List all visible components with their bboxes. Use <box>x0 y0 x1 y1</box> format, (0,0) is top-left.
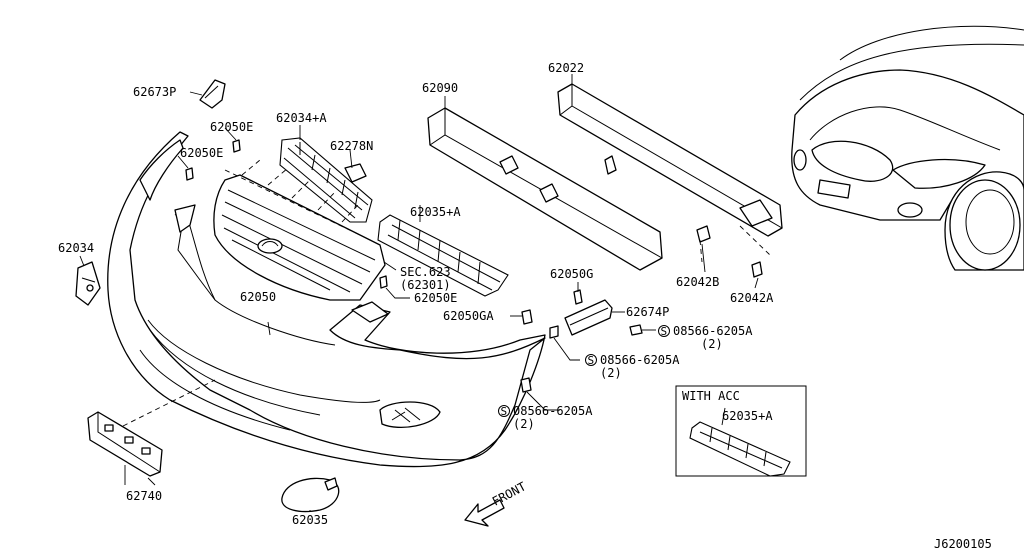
label-62050: 62050 <box>240 290 276 304</box>
label-62035: 62035 <box>292 513 328 527</box>
label-62035A: 62035+A <box>410 205 461 219</box>
label-bolt-2: 08566-6205A <box>600 353 680 367</box>
symbol-s-2: S <box>588 354 595 367</box>
label-62042B: 62042B <box>676 275 719 289</box>
label-sec623: SEC.623 <box>400 265 451 279</box>
label-bolt-2-qty: (2) <box>600 366 622 380</box>
label-62034: 62034 <box>58 241 94 255</box>
bracket-62674P <box>520 282 656 411</box>
reinforcement-62022 <box>557 74 783 237</box>
label-bolt-3: 08566-6205A <box>513 404 593 418</box>
label-62034A: 62034+A <box>276 111 327 125</box>
symbol-s-3: S <box>501 405 508 418</box>
front-arrow <box>464 499 505 527</box>
label-62050E-upper: 62050E <box>210 120 253 134</box>
fasteners <box>185 139 771 299</box>
label-bolt-3-qty: (2) <box>513 417 535 431</box>
front-grille-assembly <box>213 159 386 301</box>
label-with-acc: WITH ACC <box>682 389 740 403</box>
label-front: FRONT <box>490 479 528 508</box>
energy-absorber-62090 <box>427 96 663 271</box>
label-sec623-sub: (62301) <box>400 278 451 292</box>
label-bolt-1: 08566-6205A <box>673 324 753 338</box>
label-62022: 62022 <box>548 61 584 75</box>
leader-lines <box>147 127 759 486</box>
label-62050E-lower: 62050E <box>414 291 457 305</box>
with-acc-inset <box>675 385 807 477</box>
label-62278N: 62278N <box>330 139 373 153</box>
label-62042A: 62042A <box>730 291 774 305</box>
label-with-acc-part: 62035+A <box>722 409 773 423</box>
label-62050G: 62050G <box>550 267 593 281</box>
bumper-fascia-62050 <box>107 131 546 468</box>
symbol-s-1: S <box>661 325 668 338</box>
label-62050GA: 62050GA <box>443 309 494 323</box>
vehicle-outline <box>791 25 1024 271</box>
label-62050E-side: 62050E <box>180 146 223 160</box>
label-62090: 62090 <box>422 81 458 95</box>
label-62674P: 62674P <box>626 305 669 319</box>
part-labels: 62673P 62050E 62050E 62034+A 62278N 6209… <box>58 61 992 551</box>
bracket-62740 <box>87 411 163 485</box>
label-62740: 62740 <box>126 489 162 503</box>
lower-grille-62035A <box>377 205 509 297</box>
diagram-id: J6200105 <box>934 537 992 551</box>
upper-grille-mesh <box>279 125 373 223</box>
fog-lamp-cover-62035 <box>281 477 340 513</box>
side-bracket-62034 <box>75 255 101 306</box>
label-bolt-1-qty: (2) <box>701 337 723 351</box>
label-62673P: 62673P <box>133 85 176 99</box>
bracket-62673P <box>189 79 226 109</box>
